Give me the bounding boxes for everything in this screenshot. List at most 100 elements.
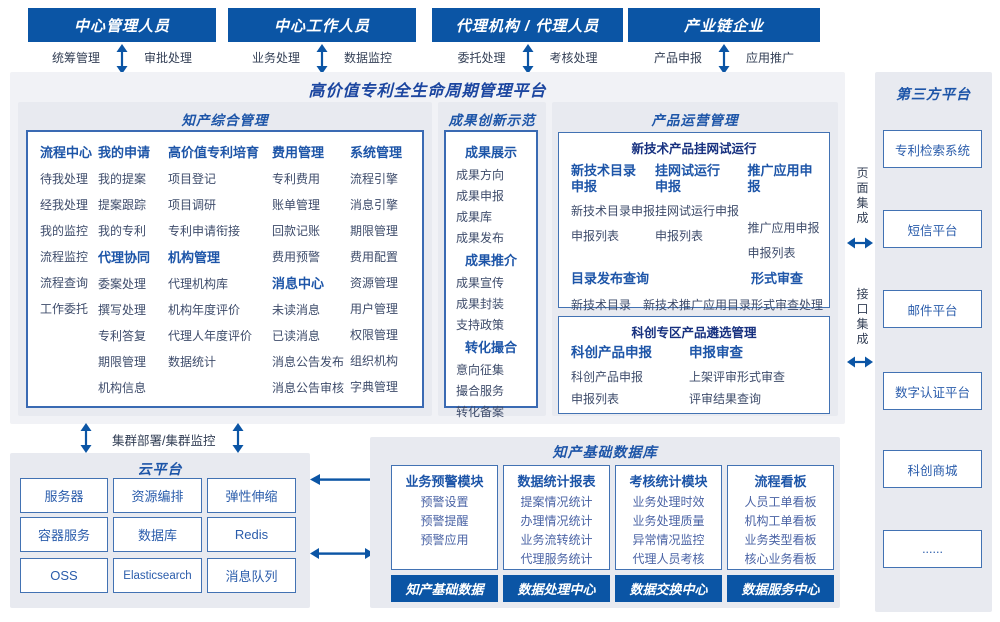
menu-item: 流程引擎	[350, 172, 399, 186]
menu-item: 权限管理	[350, 328, 399, 342]
menu-item: 待我处理	[40, 172, 89, 186]
menu-item: 科创产品申报	[571, 370, 644, 384]
role-header-label: 中心管理人员	[73, 17, 170, 35]
column-heading: 费用管理	[272, 145, 325, 160]
menu-item: 未读消息	[272, 303, 321, 317]
menu-item: 消息引擎	[350, 198, 399, 212]
section-product-operation: 产品运营管理 新技术产品挂网试运行 新技术目录申报 新技术目录申报 申报列表 挂…	[552, 102, 838, 416]
role-header-center-staff: 中心工作人员	[228, 8, 416, 42]
role-action-label: 应用推广	[746, 51, 795, 65]
role-header-label: 代理机构 / 代理人员	[455, 17, 600, 35]
column-heading: 流程看板	[754, 474, 807, 489]
menu-item: 费用配置	[350, 250, 399, 264]
menu-item: 组织机构	[350, 354, 399, 368]
menu-item: 新技术推广应用目录	[643, 298, 752, 312]
menu-item: 上架评审形式审查	[689, 370, 786, 384]
menu-item: 业务类型看板	[744, 533, 817, 547]
menu-item: 成果封装	[456, 297, 505, 311]
platform-container: 高价值专利全生命周期管理平台 知产综合管理 流程中心 待我处理 经我处理 我的监…	[10, 72, 845, 424]
menu-item: 工作委托	[40, 302, 89, 316]
role-action-label: 委托处理	[457, 51, 506, 65]
column-heading: 推广应用申报	[747, 163, 813, 194]
trial-run-box: 新技术产品挂网试运行 新技术目录申报 新技术目录申报 申报列表 挂网试运行申报 …	[558, 132, 830, 338]
column-promotion-apply: 推广应用申报 推广应用申报 申报列表	[748, 163, 824, 270]
cloud-box-message-queue: 消息队列	[207, 558, 296, 593]
cloud-platform-panel: 云平台 服务器 资源编排 弹性伸缩 容器服务 数据库 Redis OSS Ela…	[10, 453, 310, 608]
menu-item: 提案情况统计	[520, 495, 593, 509]
menu-item: 期限管理	[350, 224, 399, 238]
menu-item: 账单管理	[272, 198, 321, 212]
menu-item: 预警应用	[420, 533, 469, 547]
menu-item: 机构工单看板	[744, 514, 817, 528]
menu-item: 流程监控	[40, 250, 89, 264]
double-arrow-horizontal-icon	[310, 548, 374, 559]
menu-item: 形式审查处理	[751, 298, 824, 312]
menu-item: 期限管理	[98, 355, 147, 369]
menu-item: 资源管理	[350, 276, 399, 290]
menu-item: 挂网试运行申报	[655, 204, 740, 218]
selection-columns: 科创产品申报 科创产品申报 申报列表 申报审查 上架评审形式审查 评审结果查询	[559, 341, 829, 416]
menu-item: 业务处理质量	[632, 514, 705, 528]
db-footer-data-processing-center: 数据处理中心	[503, 575, 610, 602]
menu-item: 撰写处理	[98, 303, 147, 317]
menu-item: 专利申请衔接	[168, 224, 241, 238]
menu-item: 成果库	[456, 210, 493, 224]
column-heading: 考核统计模块	[629, 474, 708, 489]
column-new-tech-catalog-apply: 新技术目录申报 新技术目录申报 申报列表	[571, 163, 655, 270]
menu-item: 申报列表	[571, 229, 620, 243]
role-action-label: 数据监控	[344, 51, 393, 65]
menu-item: 成果宣传	[456, 276, 505, 290]
menu-item: 已读消息	[272, 329, 321, 343]
menu-item: 新技术目录申报	[571, 204, 656, 218]
section-achievement-innovation: 成果创新示范 成果展示 成果方向 成果申报 成果库 成果发布 成果推介 成果宣传…	[438, 102, 546, 419]
menu-item: 费用预警	[272, 250, 321, 264]
menu-item: 委案处理	[98, 277, 147, 291]
menu-item: 人员工单看板	[744, 495, 817, 509]
cloud-box-elastic-scaling: 弹性伸缩	[207, 478, 296, 513]
db-column-warning-module: 业务预警模块 预警设置 预警提醒 预警应用	[391, 465, 498, 570]
menu-item: 成果方向	[456, 168, 505, 182]
column-heading: 申报审查	[689, 345, 743, 360]
arrow-left-icon	[310, 474, 374, 485]
menu-item: 项目登记	[168, 172, 217, 186]
column-apply-review: 申报审查 上架评审形式审查 评审结果查询	[689, 345, 819, 416]
role-action-label: 产品申报	[653, 51, 702, 65]
subbox-title: 科创专区产品遴选管理	[631, 326, 757, 340]
role-action-label: 审批处理	[144, 51, 193, 65]
column-heading: 业务预警模块	[405, 474, 484, 489]
menu-item: 代理人员考核	[632, 552, 705, 566]
column-heading: 数据统计报表	[517, 474, 596, 489]
menu-item: 代理人年度评价	[168, 329, 253, 343]
group-heading: 成果展示	[464, 145, 517, 160]
double-arrow-vertical-icon	[232, 423, 244, 453]
role-actions-center-staff: 业务处理 数据监控	[228, 44, 416, 74]
cloud-box-database: 数据库	[113, 517, 202, 552]
menu-item: 我的提案	[98, 172, 147, 186]
cloud-box-oss: OSS	[20, 558, 108, 593]
column-heading: 挂网试运行申报	[655, 163, 721, 194]
cluster-label: 集群部署/集群监控	[112, 434, 216, 448]
menu-item: 意向征集	[456, 363, 505, 377]
column-system-management: 系统管理 流程引擎 消息引擎 期限管理 费用配置 资源管理 用户管理 权限管理 …	[350, 144, 412, 400]
third-party-box-patent-search: 专利检索系统	[883, 130, 982, 168]
cloud-box-server: 服务器	[20, 478, 108, 513]
column-my-application: 我的申请 我的提案 提案跟踪 我的专利 代理协同 委案处理 撰写处理 专利答复 …	[98, 144, 168, 400]
menu-item: 代理服务统计	[520, 552, 593, 566]
third-party-box-sci-mall: 科创商城	[883, 450, 982, 488]
third-party-box-sms: 短信平台	[883, 210, 982, 248]
role-header-agents: 代理机构 / 代理人员	[432, 8, 623, 42]
trial-columns: 新技术目录申报 新技术目录申报 申报列表 挂网试运行申报 挂网试运行申报 申报列…	[559, 157, 829, 270]
platform-title: 高价值专利全生命周期管理平台	[308, 83, 547, 100]
menu-item: 专利答复	[98, 329, 147, 343]
third-party-box-more: ......	[883, 530, 982, 568]
role-actions-enterprises: 产品申报 应用推广	[628, 44, 820, 74]
double-arrow-vertical-icon	[80, 423, 92, 453]
third-party-panel: 第三方平台 专利检索系统 短信平台 邮件平台 数字认证平台 科创商城 .....…	[875, 72, 992, 612]
column-heading: 新技术目录申报	[571, 163, 637, 194]
double-arrow-vertical-icon	[522, 44, 533, 74]
menu-item: 成果发布	[456, 231, 505, 245]
catalog-items-row: 新技术目录 新技术推广应用目录	[571, 297, 751, 323]
menu-item: 代理机构库	[168, 277, 229, 291]
section-title: 产品运营管理	[651, 113, 739, 128]
